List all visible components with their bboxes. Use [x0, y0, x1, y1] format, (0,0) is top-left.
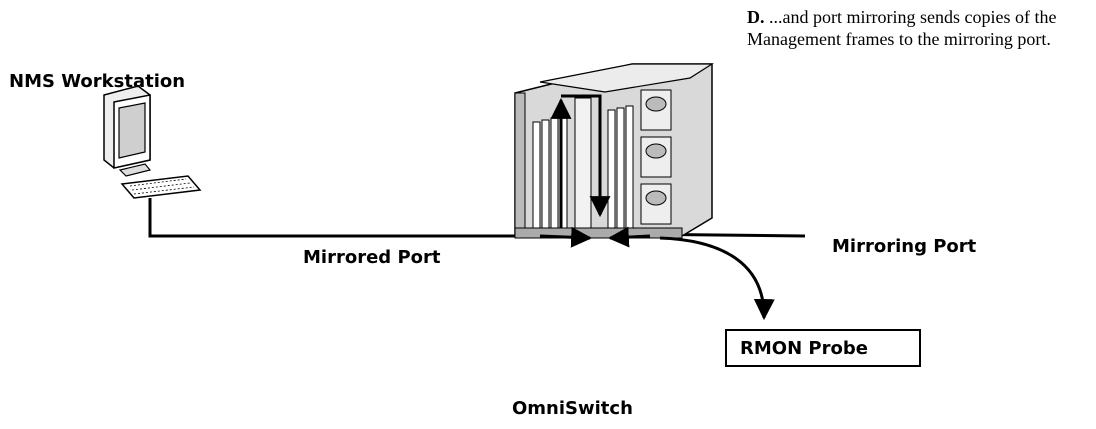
rmon-probe-box: RMON Probe — [725, 329, 921, 367]
workstation-cable — [148, 198, 563, 238]
caption-line-2: Management frames to the mirroring port. — [747, 29, 1051, 49]
workstation-icon — [103, 85, 202, 199]
step-caption: D. ...and port mirroring sends copies of… — [747, 6, 1092, 50]
mirroring-port-to-probe-arrow — [659, 236, 775, 321]
mirrored-port-arrow — [539, 226, 593, 248]
frame-flow-arrows — [539, 94, 775, 321]
management-frame-path-top — [561, 94, 611, 218]
mirroring-port-arrow — [607, 226, 651, 248]
step-letter: D. — [747, 7, 765, 27]
mirrored-port-label: Mirrored Port — [303, 247, 441, 268]
omniswitch-chassis-icon — [514, 63, 715, 239]
rmon-probe-label: RMON Probe — [740, 337, 868, 359]
mirroring-port-label: Mirroring Port — [832, 236, 977, 257]
caption-line-1: D. ...and port mirroring sends copies of… — [747, 7, 1057, 27]
omniswitch-label: OmniSwitch — [512, 398, 633, 419]
nms-workstation-label: NMS Workstation — [9, 71, 186, 92]
